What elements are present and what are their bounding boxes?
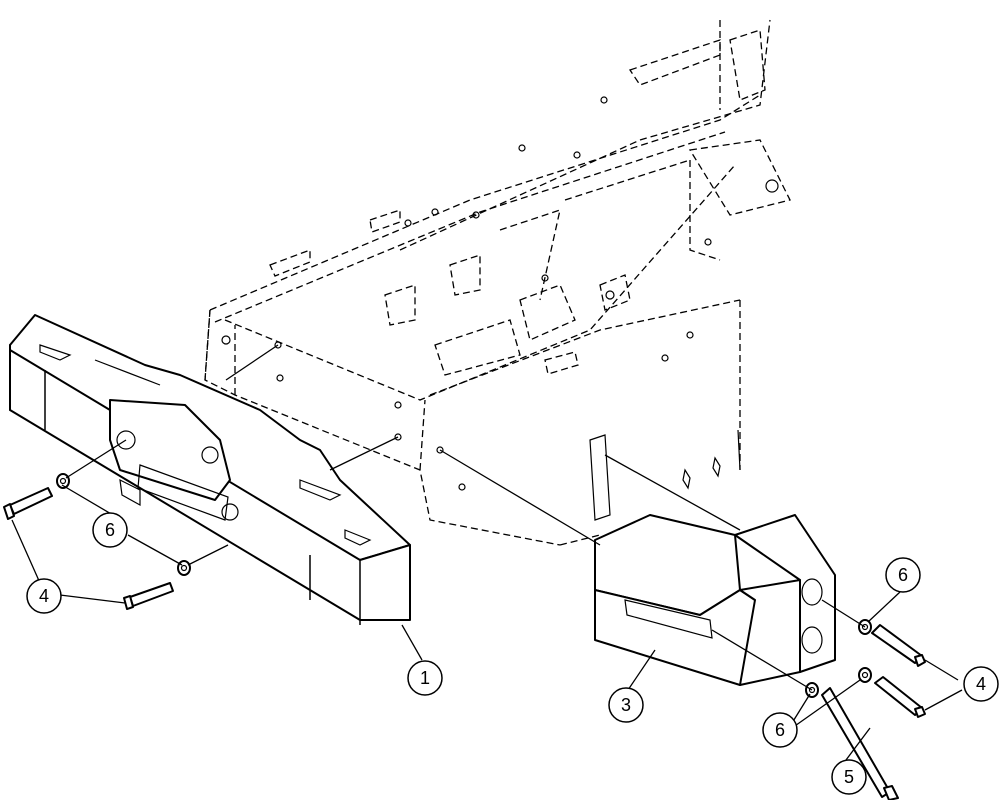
callout-6-left-label: 6 bbox=[105, 520, 115, 540]
bolt-item-4-left-upper bbox=[3, 487, 53, 520]
callout-5: 5 bbox=[831, 759, 867, 795]
bolt-item-4-left-lower bbox=[123, 582, 174, 610]
callout-4-right-label: 4 bbox=[976, 674, 986, 694]
callout-1: 1 bbox=[407, 660, 443, 696]
callout-6-right-upper: 6 bbox=[885, 557, 921, 593]
bolt-item-5 bbox=[821, 687, 899, 800]
tractor-frame-phantom bbox=[204, 19, 791, 546]
washer-item-6-left-lower bbox=[177, 560, 191, 576]
callout-6-left: 6 bbox=[92, 512, 128, 548]
washer-item-6-right-middle bbox=[858, 667, 872, 683]
callout-6-right-lower: 6 bbox=[762, 712, 798, 748]
weight-block-part-3 bbox=[594, 514, 836, 686]
frame-mounting-holes bbox=[221, 96, 779, 491]
callout-4-right: 4 bbox=[963, 666, 999, 702]
front-weight-part-1 bbox=[9, 314, 411, 625]
bolt-item-4-right-upper bbox=[871, 624, 926, 667]
callout-6-right-upper-label: 6 bbox=[898, 565, 908, 585]
assembly-alignment-lines bbox=[65, 344, 866, 691]
callout-4-left: 4 bbox=[26, 578, 62, 614]
callout-6-right-lower-label: 6 bbox=[775, 720, 785, 740]
callout-4-left-label: 4 bbox=[39, 586, 49, 606]
bolt-item-4-right-lower bbox=[874, 676, 926, 718]
callout-5-label: 5 bbox=[844, 767, 854, 787]
callout-3: 3 bbox=[608, 687, 644, 723]
callout-3-label: 3 bbox=[621, 695, 631, 715]
callout-1-label: 1 bbox=[420, 668, 430, 688]
frame-side-slots bbox=[589, 429, 741, 521]
